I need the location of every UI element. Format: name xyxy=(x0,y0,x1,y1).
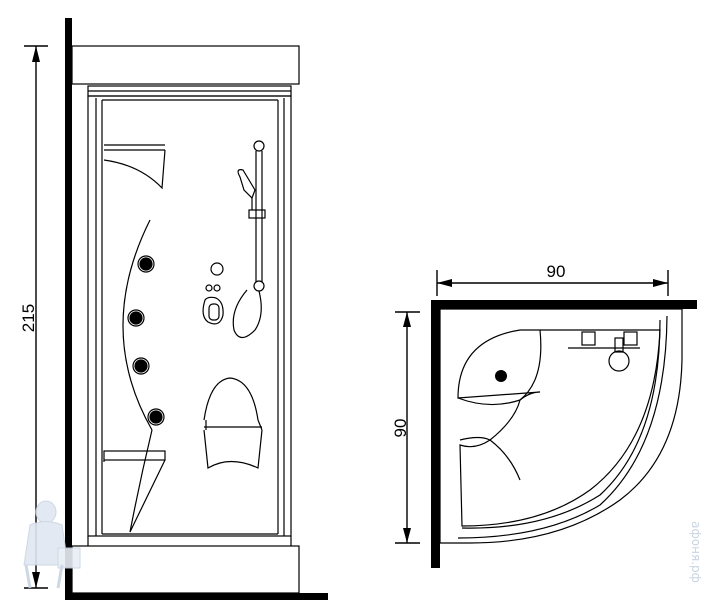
watermark-mascot xyxy=(23,500,81,589)
watermark-text: афоня.рф xyxy=(689,521,703,583)
cabin-roof xyxy=(71,45,300,85)
top-fittings xyxy=(568,331,640,372)
massage-jets xyxy=(127,255,165,426)
back-panel-curve xyxy=(122,219,153,431)
width-dimension xyxy=(436,270,669,296)
control-panel xyxy=(202,262,224,325)
width-label: 90 xyxy=(547,262,566,281)
cabin-frame xyxy=(87,95,292,537)
seat xyxy=(103,450,166,533)
shower-tray xyxy=(71,545,300,594)
height-dimension xyxy=(24,45,48,589)
drain-dot xyxy=(495,370,507,382)
front-view: 215 xyxy=(19,18,328,600)
top-walls xyxy=(431,300,697,568)
height-label: 215 xyxy=(19,304,38,332)
shower-rail xyxy=(232,140,266,339)
basin xyxy=(457,329,661,527)
quadrant-tray xyxy=(439,308,683,544)
front-wall xyxy=(65,18,328,600)
foot-massager xyxy=(203,377,263,469)
top-view: 90 90 xyxy=(391,262,697,568)
corner-shelf xyxy=(103,144,166,190)
depth-dimension xyxy=(395,311,420,544)
depth-label: 90 xyxy=(391,419,410,438)
